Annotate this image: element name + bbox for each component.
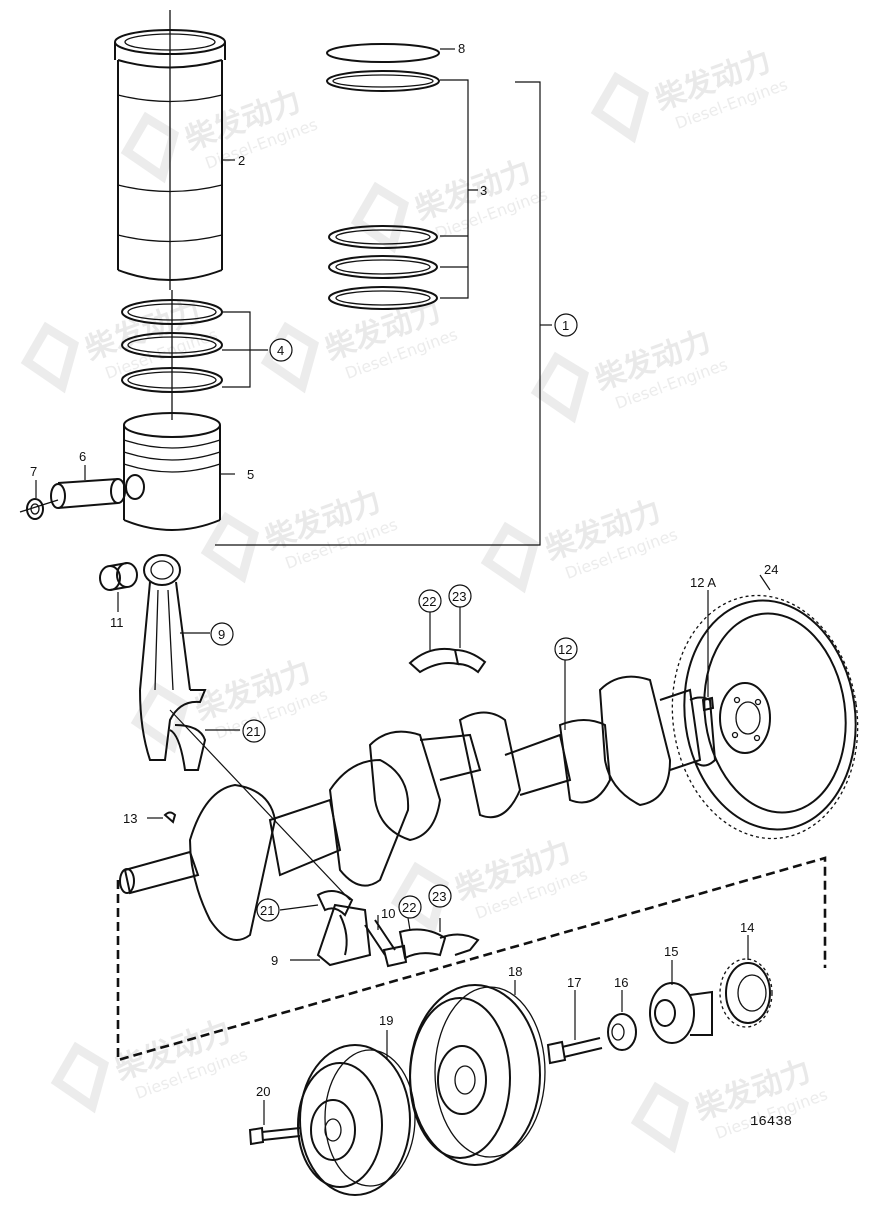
callout-11: 11 (110, 615, 124, 630)
watermark-tile: 柴发动力 Diesel-Engines (590, 44, 790, 144)
callout-14: 14 (740, 920, 754, 935)
crankshaft-pulley (409, 984, 546, 1166)
woodruff-key (163, 811, 177, 824)
watermark-logo-icon (50, 1041, 110, 1114)
watermark-logo-icon (120, 111, 180, 184)
callout-1-circle (554, 313, 578, 337)
callout-2: 2 (238, 153, 245, 168)
watermark-tile: 柴发动力 Diesel-Engines (50, 1014, 250, 1114)
callout-17: 17 (567, 975, 581, 990)
callout-15: 15 (664, 944, 678, 959)
callout-22b: 22 (402, 900, 416, 915)
callout-6: 6 (79, 449, 86, 464)
watermark-tile: 柴发动力 Diesel-Engines (130, 654, 330, 754)
watermark-logo-icon (480, 521, 540, 594)
watermark-tile: 柴发动力 Diesel-Engines (120, 84, 320, 184)
watermark-tile: 柴发动力 Diesel-Engines (390, 834, 590, 934)
crankshaft-gear (719, 958, 773, 1028)
connecting-rod-cap (316, 890, 372, 967)
callout-13: 13 (123, 811, 137, 826)
group-bracket-1 (215, 81, 552, 546)
washer (607, 1013, 637, 1051)
callout-12-circle (554, 637, 578, 661)
callouts: 8 2 3 1 4 5 6 7 11 9 21 22 23 12 12 A 24… (30, 41, 778, 1099)
hub (649, 982, 713, 1044)
vibration-damper-pulley (297, 1044, 416, 1196)
callout-18: 18 (508, 964, 522, 979)
piston-rings-set-4 (121, 290, 223, 420)
callout-8: 8 (458, 41, 465, 56)
center-bolt (546, 1037, 603, 1065)
callout-21-circle (242, 719, 266, 743)
callout-22: 22 (422, 594, 436, 609)
watermark-tile: 柴发动力 Diesel-Engines (200, 484, 400, 584)
callout-9: 9 (218, 627, 225, 642)
watermark-logo-icon (130, 681, 190, 754)
watermark-logo-icon (260, 321, 320, 394)
watermark-logo-icon (200, 511, 260, 584)
callout-9b: 9 (271, 953, 278, 968)
callout-1: 1 (562, 318, 569, 333)
watermark-tile: 柴发动力 Diesel-Engines (350, 154, 550, 254)
watermark-logo-icon (630, 1081, 690, 1154)
callout-5: 5 (247, 467, 254, 482)
watermark-logo-icon (530, 351, 590, 424)
leader-lines (35, 48, 771, 1125)
callout-3: 3 (480, 183, 487, 198)
main-bearing-shells-lower (398, 928, 480, 960)
callout-23b-circle (428, 884, 452, 908)
watermark-logo-icon (20, 321, 80, 394)
watermark-logo-icon (590, 71, 650, 144)
watermark-tile: 柴发动力 Diesel-Engines (260, 294, 460, 394)
dowel-pin (701, 696, 715, 712)
callout-4: 4 (277, 343, 284, 358)
callout-7: 7 (30, 464, 37, 479)
compression-rings-set-3 (326, 43, 440, 310)
callout-22-circle (418, 589, 442, 613)
callout-4-circle (269, 338, 293, 362)
callout-23: 23 (452, 589, 466, 604)
main-bearing-shells-upper (408, 647, 487, 674)
assembly-dashed-frame (116, 856, 827, 1062)
callout-21b: 21 (260, 903, 274, 918)
callout-21: 21 (246, 724, 260, 739)
watermark-tile: 柴发动力 Diesel-Engines (630, 1054, 830, 1154)
flywheel (671, 594, 859, 840)
small-end-bushing (99, 562, 138, 591)
callout-23-circle (448, 584, 472, 608)
callout-9-circle (210, 622, 234, 646)
callout-24: 24 (764, 562, 778, 577)
watermark-tile: 柴发动力 Diesel-Engines (480, 494, 680, 594)
piston (123, 412, 221, 531)
crankshaft (119, 675, 717, 941)
callout-23b: 23 (432, 889, 446, 904)
piston-pin (50, 478, 126, 509)
cylinder-liner (114, 10, 226, 290)
callout-22b-circle (398, 895, 422, 919)
callout-12: 12 (558, 642, 572, 657)
drawing-number: 16438 (750, 1114, 792, 1130)
watermark-logo-icon (390, 861, 450, 934)
callout-10: 10 (381, 906, 395, 921)
callout-16: 16 (614, 975, 628, 990)
callout-19: 19 (379, 1013, 393, 1028)
callout-12A: 12 A (690, 575, 716, 590)
circlip (19, 498, 59, 520)
con-rod-bolt (364, 919, 408, 968)
watermark-logo-icon (350, 181, 410, 254)
connecting-rod (139, 554, 207, 771)
pulley-bolt (248, 1126, 301, 1146)
callout-20: 20 (256, 1084, 270, 1099)
callout-21b-circle (256, 898, 280, 922)
